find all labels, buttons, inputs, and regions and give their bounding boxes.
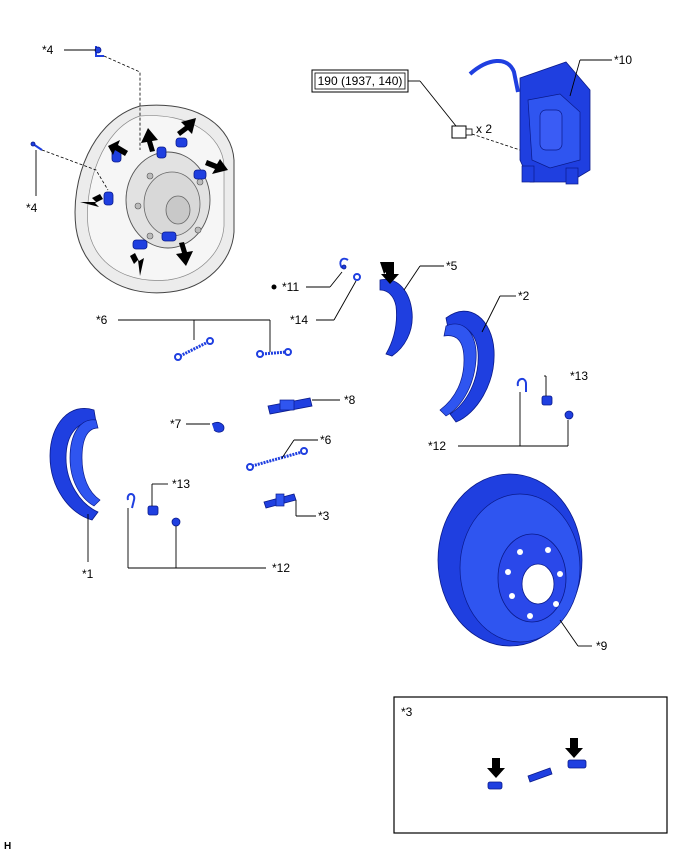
callout-11: *11 [282,280,299,294]
hold-down-pin-left [126,493,136,509]
callout-3: *3 [318,509,330,523]
callout-2: *2 [518,289,530,303]
callout-4-lower: *4 [26,201,38,215]
callout-6-upper: *6 [96,313,108,327]
return-spring-right [256,348,292,358]
parking-brake-strut [267,397,313,415]
callout-10: *10 [614,53,632,67]
adjusting-lever-spring [211,421,225,433]
corner-mark: H [4,841,11,852]
shoe-hold-down-pin [339,257,349,270]
inset-adjuster-nut [567,759,587,769]
hold-down-pin-right [516,378,527,392]
hold-down-cup-left [147,505,159,516]
callout-9: *9 [596,639,608,653]
callout-1: *1 [82,567,94,581]
callout-12-right: *12 [428,439,446,453]
torque-spec: 190 (1937, 140) [318,74,403,88]
torque-spec-box: 190 (1937, 140) [311,69,409,93]
callout-13-left: *13 [172,477,190,491]
brake-shoe-front [49,408,101,521]
callout-13-right: *13 [570,369,588,383]
inset-arrow-right [565,738,583,758]
return-spring-left [174,337,214,361]
callout-14: *14 [290,313,308,327]
callout-5: *5 [446,259,458,273]
callout-8: *8 [344,393,356,407]
washer-part [353,273,361,281]
hold-down-cup-right [541,395,553,406]
hold-down-spring-left [171,517,181,527]
parking-brake-lever [379,262,413,357]
hold-down-spring-right [564,410,574,420]
shoe-adjusting-screw [263,493,297,509]
inset-detail-box: *3 [393,696,668,834]
pin-left [30,141,43,151]
callout-4-upper: *4 [42,43,54,57]
inset-adjuster-socket [487,781,503,790]
inset-adjuster-screw [527,767,553,783]
bolt-quantity: x 2 [476,122,492,136]
inset-arrow-left [487,758,505,778]
brake-shoe-rear [439,310,495,423]
callout-7: *7 [170,417,182,431]
inset-label: *3 [401,705,413,719]
caliper-bolt [451,125,473,139]
tension-spring-lower [246,447,308,471]
callout-6-lower: *6 [320,433,332,447]
callout-12-left: *12 [272,561,290,575]
caliper-assembly [468,59,591,185]
brake-disc [437,473,583,647]
pin-upper [94,46,104,57]
bullet-dot [271,284,277,290]
backing-plate-assembly [74,104,235,294]
